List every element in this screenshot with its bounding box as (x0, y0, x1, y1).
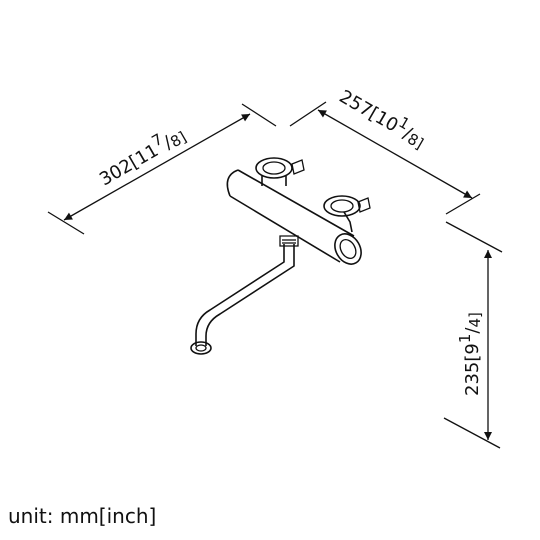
unit-note: unit: mm[inch] (8, 504, 157, 528)
depth-label: 257[101/8] (335, 81, 432, 153)
body-right-cap-inner (339, 239, 357, 259)
width-label: 302[117/8] (93, 119, 190, 191)
body-bottom-edge (229, 195, 341, 263)
extension-line (445, 193, 481, 215)
depth-dimension: 257[101/8] (289, 81, 481, 215)
spout-aerator (195, 344, 207, 352)
extension-line (289, 101, 327, 127)
extension-line (47, 211, 85, 235)
body-right-cap (334, 233, 362, 265)
extension-line (443, 417, 501, 449)
right-escutcheon (323, 195, 361, 217)
height-frac-den: 4] (466, 312, 484, 327)
depth-value: 257[10 (336, 86, 402, 136)
left-escutcheon-inner (262, 161, 286, 175)
body-left-cap (226, 169, 239, 197)
spout-inner-edge (205, 244, 295, 346)
extension-line (241, 103, 277, 127)
spout (190, 235, 299, 355)
faucet-illustration (190, 157, 371, 355)
right-nut (357, 197, 371, 213)
right-escutcheon-inner (330, 199, 354, 213)
dimension-line (63, 113, 251, 221)
height-label: 235[91/4] (456, 312, 484, 396)
mixer-body (226, 169, 362, 265)
left-escutcheon (255, 157, 293, 179)
height-dimension: 235[91/4] (443, 221, 503, 449)
height-value: 235[9 (462, 343, 483, 396)
height-frac-slash: / (462, 327, 483, 334)
spout-outer-edge (195, 244, 285, 346)
height-frac-num: 1 (456, 334, 474, 344)
right-wall-connector (323, 195, 371, 233)
left-nut (291, 159, 305, 175)
left-wall-connector (255, 157, 305, 186)
extension-line (445, 221, 503, 253)
width-dimension: 302[117/8] (47, 103, 277, 235)
handle-lever (343, 211, 353, 233)
spout-outlet (190, 341, 212, 355)
spout-swivel-nut (279, 235, 299, 247)
dimension-line (317, 109, 473, 199)
body-top-edge (237, 169, 355, 237)
